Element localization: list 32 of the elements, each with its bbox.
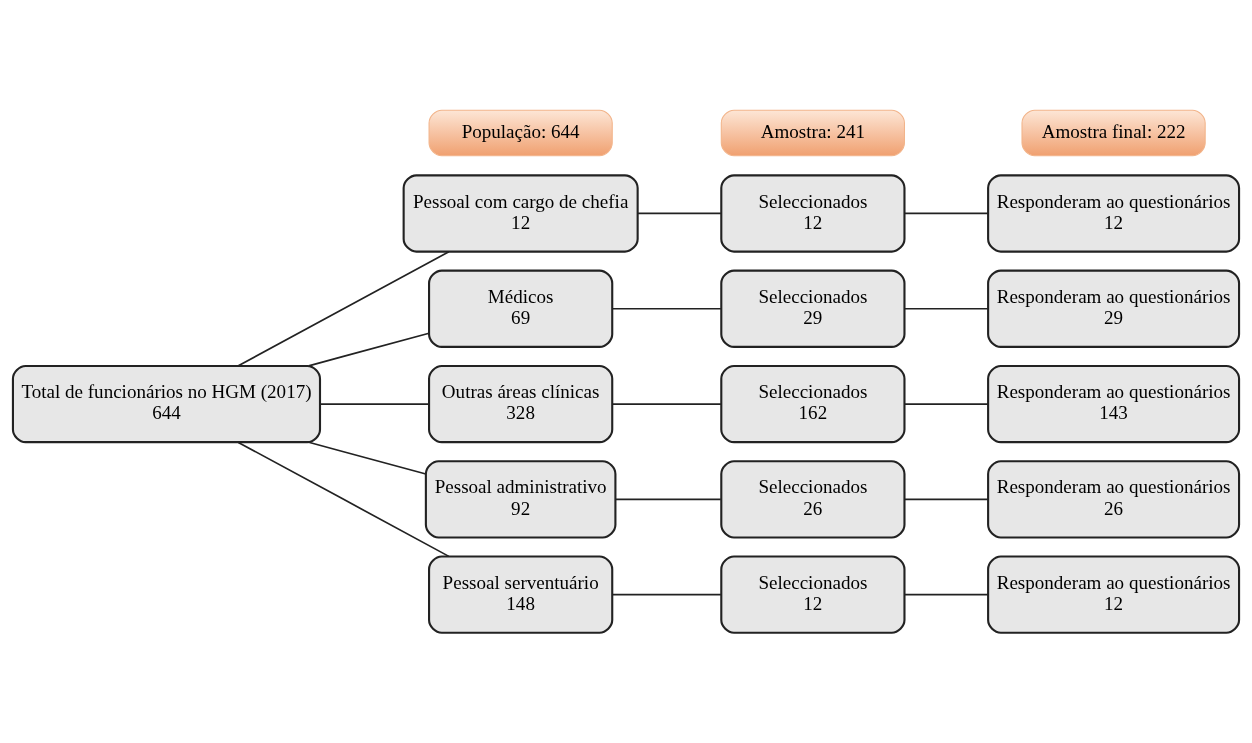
connector	[903, 212, 989, 215]
node-box: Outras áreas clínicas 328	[428, 364, 614, 444]
connector	[319, 403, 430, 405]
connector	[611, 403, 722, 405]
node-box: Seleccionados 12	[720, 174, 906, 253]
connector	[307, 441, 427, 475]
node-box: Pessoal com cargo de chefia 12	[402, 174, 639, 253]
connector	[637, 212, 722, 215]
connector	[614, 498, 722, 501]
node-box: Amostra: 241	[720, 109, 905, 157]
node-box: Seleccionados 26	[720, 460, 906, 539]
node-box: Amostra final: 222	[1021, 109, 1206, 157]
connector	[903, 593, 989, 596]
connector	[903, 307, 989, 310]
node-box: Seleccionados 29	[720, 269, 906, 348]
node-box: Médicos 69	[428, 269, 614, 348]
node-box: Responderam ao questionários 12	[987, 174, 1241, 253]
connector	[611, 307, 722, 310]
connector	[903, 403, 989, 405]
node-box: Seleccionados 12	[720, 555, 906, 634]
node-box: Responderam ao questionários 12	[987, 555, 1241, 634]
node-box: Total de funcionários no HGM (2017) 644	[11, 364, 322, 444]
node-box: Responderam ao questionários 29	[987, 269, 1241, 348]
node-box: Seleccionados 162	[720, 364, 906, 444]
connector	[903, 498, 989, 501]
node-box: Responderam ao questionários 143	[987, 364, 1241, 444]
connector	[307, 332, 430, 367]
node-box: Pessoal administrativo 92	[424, 460, 617, 539]
node-box: População: 644	[428, 109, 613, 157]
node-box: Responderam ao questionários 26	[987, 460, 1241, 539]
connector	[611, 593, 722, 596]
node-box: Pessoal serventuário 148	[428, 555, 614, 634]
